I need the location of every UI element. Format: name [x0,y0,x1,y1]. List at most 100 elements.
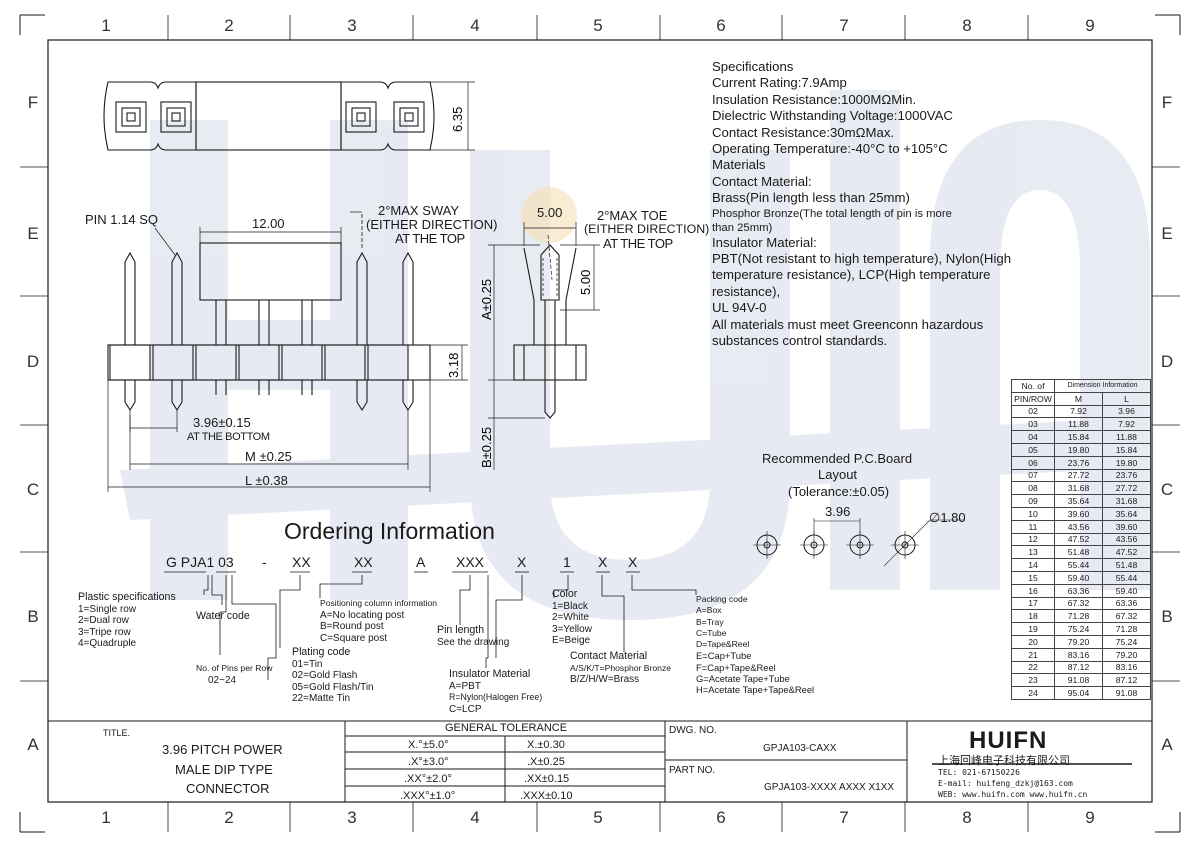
dim-396-label: 3.96±0.15 [193,415,251,430]
spec-brass: Brass(Pin length less than 25mm) [712,190,910,206]
dim-635-label: 6.35 [450,107,465,132]
packing-code-title: Packing code [696,594,748,604]
dim-m-cell: 23.76 [1054,455,1103,470]
grid-col-4: 4 [470,16,480,35]
positioning-group: Positioning column information A=No loca… [320,598,437,644]
dim-l-label: L ±0.38 [245,473,288,488]
grid-col-3-bottom: 3 [347,808,357,827]
dim-l-cell: 71.28 [1102,622,1151,636]
part-no-value: GPJA103-XXXX AXXX X1XX [764,782,895,793]
dim-table-header: Dimension Information [1054,379,1151,393]
title-line-3: CONNECTOR [186,781,270,796]
positioning-item: C=Square post [320,632,387,644]
pin-count-cell: 06 [1011,455,1055,470]
dim-table-header-l: L [1102,391,1151,406]
insulator-title: Insulator Material [449,668,531,680]
dim-l-cell: 91.08 [1102,686,1151,700]
title-line-2: MALE DIP TYPE [175,762,273,777]
spec-current-rating: Current Rating:7.9Amp [712,75,847,91]
pin-count-cell: 03 [1011,417,1055,432]
pin-count-cell: 18 [1011,609,1055,624]
color-item: E=Beige [552,635,591,647]
plating-code-item: 22=Matte Tin [292,693,351,705]
code-a: A [416,554,426,570]
spec-resistance: resistance), [712,283,781,299]
tolerance-linear-4: .XXX±0.10 [520,790,573,802]
positioning-item: B=Round post [320,621,384,633]
dim-m-cell: 67.32 [1054,596,1103,611]
pin-count-cell: 17 [1011,596,1055,611]
grid-col-6: 6 [716,16,726,35]
grid-row-d-right: D [1160,352,1174,371]
color-item: 1=Black [552,600,588,612]
grid-col-2: 2 [224,16,234,35]
grid-col-1-bottom: 1 [101,808,111,827]
pcb-pitch-label: 3.96 [825,504,851,519]
spec-phosphor-2: than 25mm) [712,221,773,234]
packing-code-item: B=Tray [696,616,724,627]
pin-count-cell: 20 [1011,634,1055,649]
plastic-spec-item: 1=Single row [78,603,137,615]
toe-label-2: (EITHER DIRECTION) [584,222,710,236]
pin-count-cell: 13 [1011,545,1055,560]
plastic-spec-item: 3=Tripe row [78,626,131,638]
dim-l-cell: 19.80 [1102,455,1151,470]
company-logo: HUIFN [969,727,1048,754]
dim-table-header: PIN/ROW [1011,391,1055,406]
grid-row-a-right: A [1161,735,1173,754]
dim-m-cell: 75.24 [1054,622,1103,636]
pin-count-cell: 23 [1011,673,1055,688]
pin-count-cell: 10 [1011,506,1055,521]
plastic-spec-title: Plastic specifications [78,591,176,603]
packing-code-item: E=Cap+Tube [696,650,752,662]
dim-l-cell: 15.84 [1102,442,1151,457]
code-x-1: X [517,554,527,570]
color-item: 3=Yellow [552,623,592,635]
code-prefix: G PJA1 03 [166,554,234,570]
grid-col-7-bottom: 7 [839,808,849,827]
dim-l-cell: 67.32 [1102,609,1151,624]
dim-l-cell: 79.20 [1102,647,1151,662]
spec-pbt: PBT(Not resistant to high temperature), … [712,251,1012,267]
code-xx-2: XX [354,554,373,570]
grid-col-8-bottom: 8 [962,808,972,827]
grid-row-d: D [26,352,40,371]
dim-m-cell: 71.28 [1054,609,1103,624]
pin-count-cell: 09 [1011,494,1055,508]
part-no-label: PART NO. [669,765,716,776]
plastic-spec-item: 2=Dual row [78,615,129,627]
company-web: WEB: www.huifn.com www.huifn.cn [938,790,1088,799]
grid-col-9: 9 [1085,16,1095,35]
grid-col-1: 1 [101,16,111,35]
code-x-3: X [628,554,638,570]
pin-count-cell: 14 [1011,558,1055,572]
pin-label: PIN 1.14 SQ [85,212,158,227]
title-label: TITLE. [103,728,131,738]
grid-col-5: 5 [593,16,603,35]
dim-l-cell: 59.40 [1102,583,1151,598]
insulator-item: C=LCP [449,703,482,715]
grid-row-b: B [27,607,39,626]
toe-label-1: 2°MAX TOE [597,208,668,223]
sway-label-2: (EITHER DIRECTION) [366,217,498,232]
title-line-1: 3.96 PITCH POWER [162,742,283,757]
spec-contact-resistance: Contact Resistance:30mΩMax. [712,124,895,140]
spec-contact-material: Contact Material: [712,173,812,189]
grid-col-5-bottom: 5 [593,808,603,827]
pin-length-group: Pin length See the drawing [437,624,509,648]
spec-ul: UL 94V-0 [712,300,767,316]
grid-col-9-bottom: 9 [1085,808,1095,827]
connector-front-view [107,211,468,492]
tolerance-linear-2: .X±0.25 [527,756,565,768]
pin-count-cell: 15 [1011,570,1055,585]
dim-m-cell: 95.04 [1054,686,1103,700]
pin-count-cell: 08 [1011,481,1055,496]
contact-material-group: Contact Material A/S/K/T=Phosphor Bronze… [570,650,671,686]
dim-table-header-m: M [1054,391,1103,406]
title-block [48,720,1152,802]
dim-l-cell: 11.88 [1102,430,1151,444]
